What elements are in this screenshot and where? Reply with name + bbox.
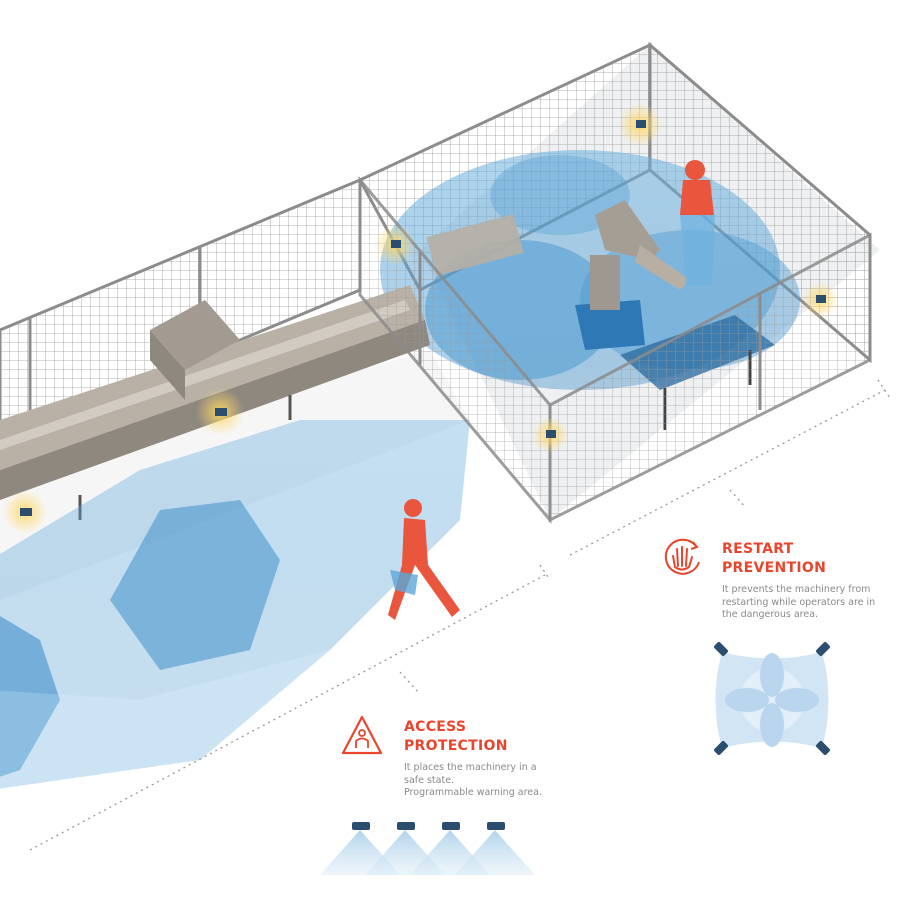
restart-desc-line3: the dangerous area. bbox=[722, 609, 819, 620]
stop-hand-icon bbox=[664, 538, 700, 575]
access-title-line1: ACCESS bbox=[404, 719, 467, 735]
access-desc-line2: safe state. bbox=[404, 774, 455, 786]
access-description: It places the machinery in a safe state.… bbox=[404, 762, 594, 800]
restart-legend-diagram bbox=[714, 642, 830, 755]
restart-prevention-callout: RESTART PREVENTION It prevents the machi… bbox=[722, 540, 892, 622]
robot-arm bbox=[426, 200, 690, 350]
dimension-lines bbox=[29, 379, 891, 851]
warning-person-icon bbox=[341, 715, 383, 755]
access-desc-line1: It places the machinery in a bbox=[404, 762, 537, 773]
safety-sensors bbox=[3, 103, 838, 534]
restart-title-line1: RESTART bbox=[722, 541, 794, 557]
access-title-line2: PROTECTION bbox=[404, 738, 508, 754]
operator-in-cell bbox=[680, 160, 715, 285]
restart-desc-line1: It prevents the machinery from bbox=[722, 584, 871, 595]
restart-title-line2: PREVENTION bbox=[722, 560, 827, 576]
robot-cell-fence-front bbox=[358, 175, 872, 525]
restart-desc-line2: restarting while operators are in bbox=[722, 596, 876, 608]
access-legend-diagram bbox=[320, 822, 535, 875]
operator-walking bbox=[388, 499, 460, 620]
restart-description: It prevents the machinery from restartin… bbox=[722, 584, 892, 622]
access-desc-line3: Programmable warning area. bbox=[404, 787, 542, 798]
access-protection-callout: ACCESS PROTECTION It places the machiner… bbox=[404, 718, 594, 800]
access-zones bbox=[0, 420, 470, 789]
